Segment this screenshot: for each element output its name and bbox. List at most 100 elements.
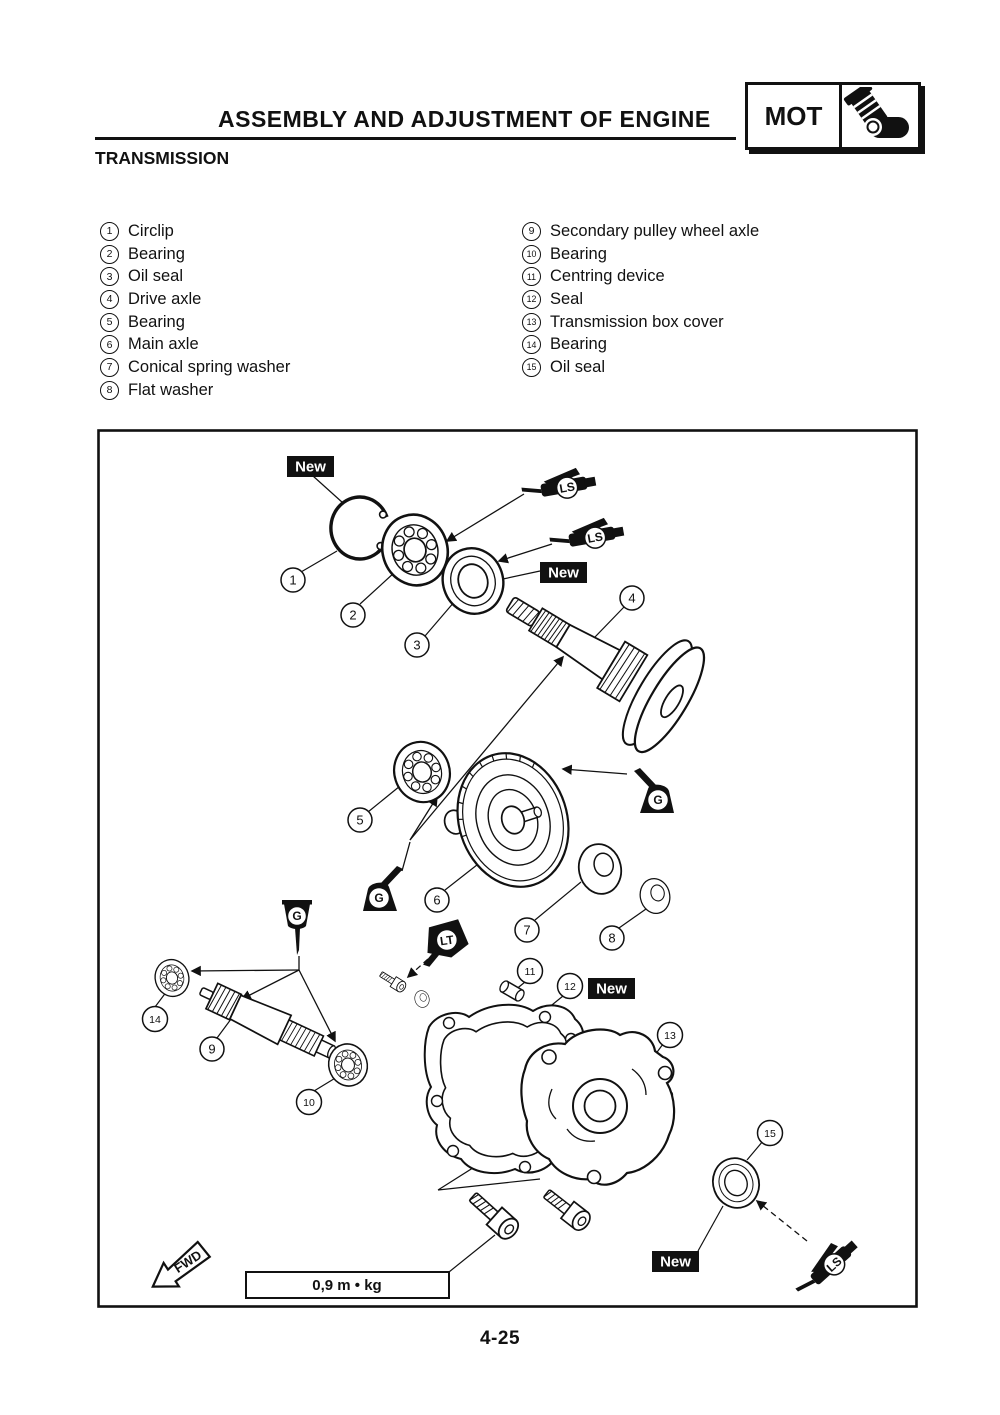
main-axle-illustration xyxy=(443,752,570,888)
page-title: ASSEMBLY AND ADJUSTMENT OF ENGINE xyxy=(218,106,711,132)
svg-text:LS: LS xyxy=(586,529,604,545)
part-number: 12 xyxy=(522,289,541,309)
new-label: New xyxy=(652,1251,699,1272)
part-item: 5 Bearing xyxy=(100,311,290,334)
svg-text:10: 10 xyxy=(303,1097,315,1109)
part-label: Oil seal xyxy=(128,267,184,286)
part-label: Secondary pulley wheel axle xyxy=(550,221,760,240)
part-number: 13 xyxy=(522,312,541,332)
oil-can-g-icon: G xyxy=(363,866,403,911)
svg-text:New: New xyxy=(295,459,326,476)
svg-text:9: 9 xyxy=(208,1042,215,1057)
part-item: 3 Oil seal xyxy=(100,265,290,288)
part-number: 7 xyxy=(100,357,119,377)
svg-text:11: 11 xyxy=(525,966,536,978)
callout-9: 9 xyxy=(199,1036,225,1062)
svg-text:New: New xyxy=(548,565,579,582)
part-item: 8 Flat washer xyxy=(100,379,290,402)
part-label: Bearing xyxy=(550,244,607,263)
part-item: 10 Bearing xyxy=(522,243,759,266)
section-title: TRANSMISSION xyxy=(95,148,230,168)
svg-text:3: 3 xyxy=(413,638,420,653)
svg-text:New: New xyxy=(596,981,627,998)
part-label: Drive axle xyxy=(128,289,202,308)
transmission-exploded-diagram: LS LS LS G G xyxy=(97,429,918,1308)
part-label: Flat washer xyxy=(128,380,214,399)
svg-text:4: 4 xyxy=(628,591,635,606)
callout-11: 11 xyxy=(516,957,544,985)
part-number: 11 xyxy=(522,267,541,287)
part-number: 5 xyxy=(100,312,119,332)
application-arrows xyxy=(190,493,808,1242)
part-item: 9 Secondary pulley wheel axle xyxy=(522,220,759,243)
new-label: New xyxy=(588,978,635,999)
callout-6: 6 xyxy=(424,887,450,913)
part-item: 13 Transmission box cover xyxy=(522,311,759,334)
svg-text:8: 8 xyxy=(608,931,615,946)
part-number: 2 xyxy=(100,244,119,264)
callout-7: 7 xyxy=(514,917,540,943)
part-label: Bearing xyxy=(550,335,607,354)
svg-text:G: G xyxy=(292,909,301,923)
drive-axle-illustration xyxy=(505,596,706,754)
part-number: 3 xyxy=(100,267,119,287)
part-number: 8 xyxy=(100,380,119,400)
title-rule xyxy=(95,137,736,140)
svg-text:LS: LS xyxy=(558,479,576,495)
part-number: 14 xyxy=(522,335,541,355)
svg-text:G: G xyxy=(653,793,662,807)
torque-spec: 0,9 m • kg xyxy=(245,1271,450,1299)
svg-text:15: 15 xyxy=(764,1128,776,1140)
page-number: 4-25 xyxy=(479,1328,521,1349)
part-label: Circlip xyxy=(128,221,174,240)
svg-text:5: 5 xyxy=(356,813,363,828)
callout-1: 1 xyxy=(280,567,306,593)
new-label: New xyxy=(540,562,587,583)
part-label: Main axle xyxy=(128,335,199,354)
secondary-axle-illustration xyxy=(199,982,337,1059)
oil-can-g-icon: G xyxy=(634,768,674,813)
svg-text:7: 7 xyxy=(523,923,530,938)
part-number: 15 xyxy=(522,357,541,377)
part-number: 9 xyxy=(522,221,541,241)
part-label: Conical spring washer xyxy=(128,357,291,376)
svg-text:12: 12 xyxy=(564,981,576,993)
engine-icon xyxy=(842,85,918,147)
svg-text:New: New xyxy=(660,1254,691,1271)
cover-illustration xyxy=(520,1028,676,1186)
svg-text:1: 1 xyxy=(289,573,296,588)
part-number: 10 xyxy=(522,244,541,264)
part-label: Centring device xyxy=(550,267,665,286)
new-label: New xyxy=(287,456,334,477)
callout-2: 2 xyxy=(340,602,366,628)
part-item: 6 Main axle xyxy=(100,333,290,356)
svg-text:14: 14 xyxy=(149,1014,161,1026)
svg-text:6: 6 xyxy=(433,893,440,908)
part-item: 11 Centring device xyxy=(522,265,759,288)
chapter-badge-label: MOT xyxy=(748,85,842,147)
part-item: 14 Bearing xyxy=(522,333,759,356)
svg-text:LT: LT xyxy=(439,933,455,949)
part-item: 15 Oil seal xyxy=(522,356,759,379)
part-label: Oil seal xyxy=(550,357,606,376)
part-label: Bearing xyxy=(128,312,185,331)
locktite-lt-icon: LT xyxy=(423,919,469,967)
part-label: Transmission box cover xyxy=(550,312,724,331)
exploded-view-figure: LS LS LS G G xyxy=(97,429,918,1313)
callout-14: 14 xyxy=(141,1005,169,1033)
callout-13: 13 xyxy=(656,1021,684,1049)
svg-text:2: 2 xyxy=(349,608,356,623)
chapter-badge: MOT xyxy=(745,82,921,150)
svg-text:13: 13 xyxy=(664,1030,676,1042)
grease-ls-icon: LS xyxy=(521,467,597,499)
part-number: 6 xyxy=(100,335,119,355)
callout-12: 12 xyxy=(556,972,584,1000)
grease-tube-g-icon: G xyxy=(282,900,312,955)
grease-ls-icon: LS xyxy=(549,517,625,549)
grease-ls-icon: LS xyxy=(795,1240,858,1292)
part-number: 1 xyxy=(100,221,119,241)
